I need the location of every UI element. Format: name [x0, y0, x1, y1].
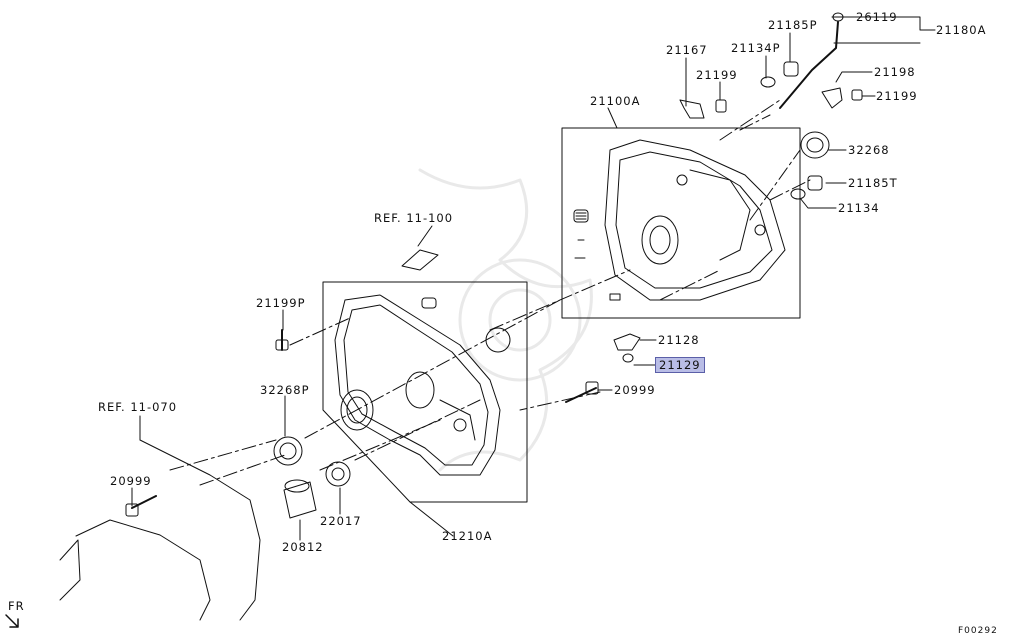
- label-20999-right: 20999: [614, 383, 656, 397]
- label-21185P: 21185P: [768, 18, 818, 32]
- label-21199P: 21199P: [256, 296, 306, 310]
- label-32268: 32268: [848, 143, 890, 157]
- label-21210A: 21210A: [442, 529, 493, 543]
- label-21134: 21134: [838, 201, 880, 215]
- label-21198: 21198: [874, 65, 916, 79]
- case-group-box-21210A: [322, 281, 528, 503]
- label-26119: 26119: [856, 10, 898, 24]
- label-ref-11-070: REF. 11-070: [98, 400, 178, 414]
- transmission-outline-ref: [59, 439, 261, 621]
- label-21185T: 21185T: [848, 176, 898, 190]
- label-22017: 22017: [320, 514, 362, 528]
- small-parts: [125, 12, 863, 519]
- label-32268P: 32268P: [260, 383, 310, 397]
- figure-code: F00292: [958, 626, 998, 636]
- label-21128: 21128: [658, 333, 700, 347]
- label-ref-11-100: REF. 11-100: [374, 211, 454, 225]
- leader-lines: [131, 16, 936, 541]
- label-21199-top: 21199: [696, 68, 738, 82]
- watermark-logo: [418, 168, 593, 472]
- transfer-case-21100A: [573, 139, 786, 301]
- label-fr: FR: [8, 599, 25, 613]
- label-21129-highlighted[interactable]: 21129: [655, 357, 705, 373]
- label-21180A: 21180A: [936, 23, 987, 37]
- alignment-lines: [169, 99, 811, 486]
- label-21134P: 21134P: [731, 41, 781, 55]
- fr-arrow-icon: [5, 614, 19, 628]
- case-group-box-21100A: [561, 127, 801, 319]
- label-21199-right: 21199: [876, 89, 918, 103]
- label-21100A: 21100A: [590, 94, 641, 108]
- label-20812: 20812: [282, 540, 324, 554]
- label-20999-left: 20999: [110, 474, 152, 488]
- transfer-case-21210A: [334, 294, 511, 476]
- label-21167: 21167: [666, 43, 708, 57]
